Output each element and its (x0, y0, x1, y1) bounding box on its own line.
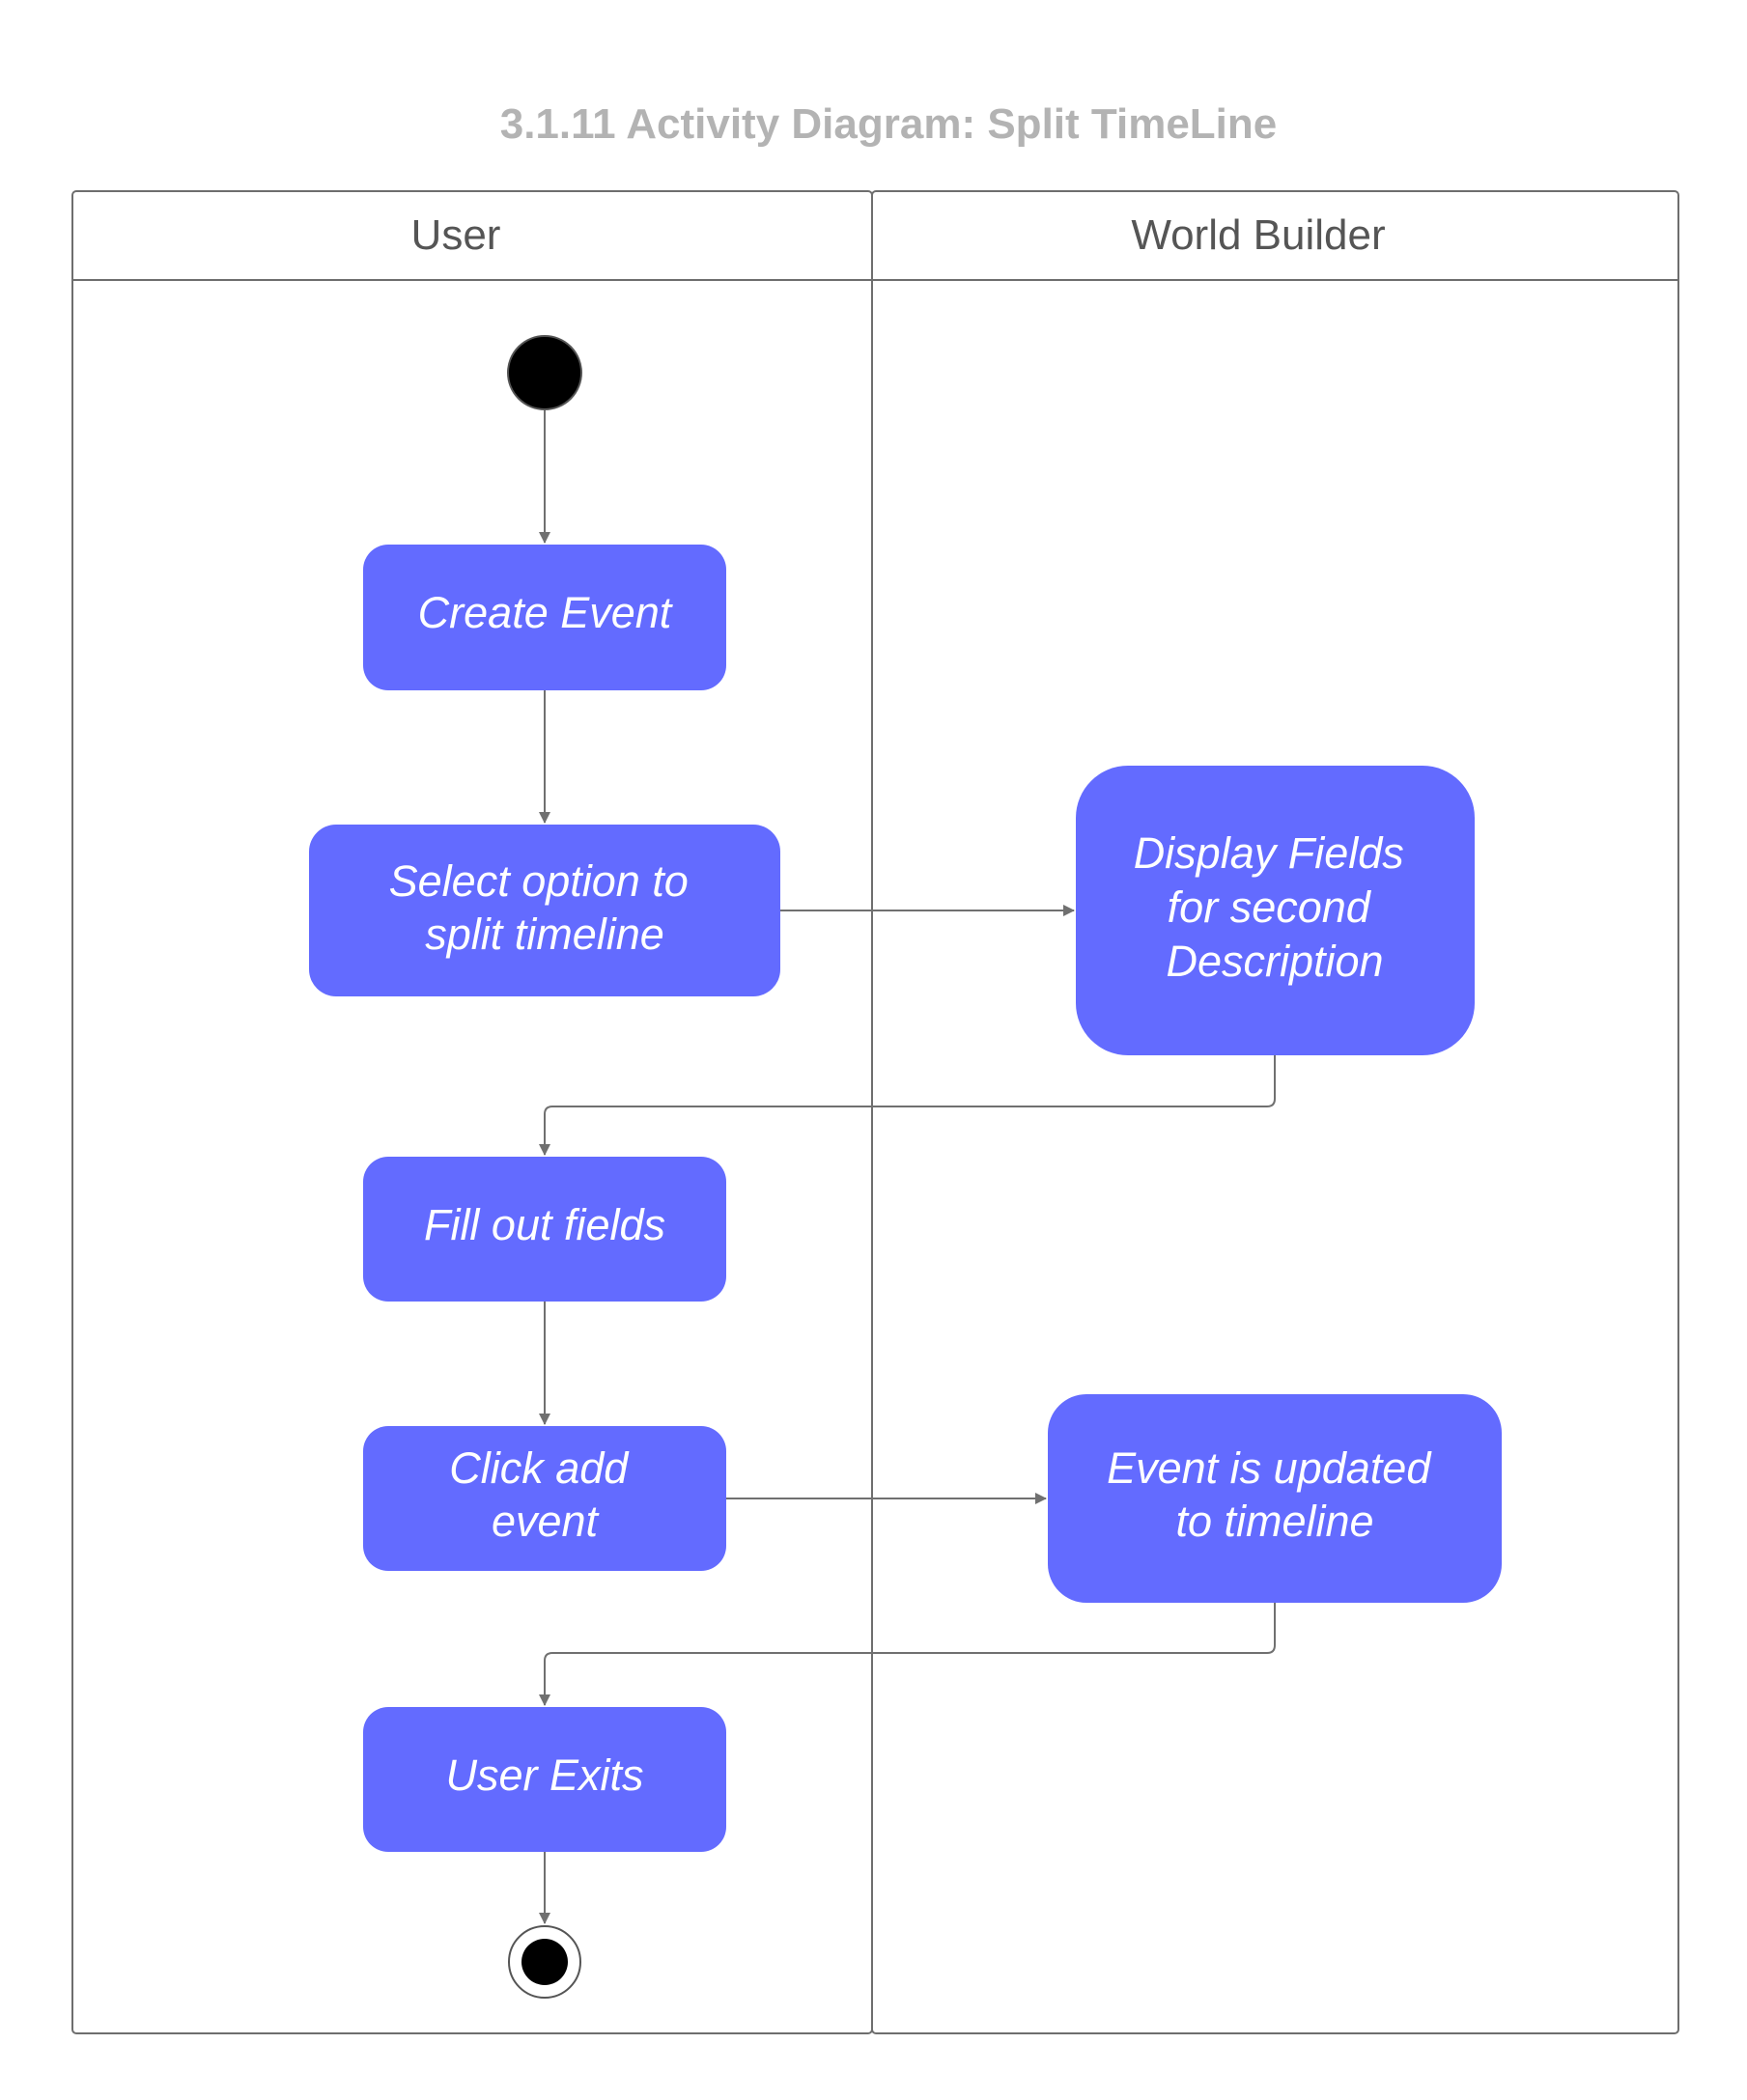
lane-header-world-builder: World Builder (1131, 211, 1385, 259)
diagram-title: 3.1.11 Activity Diagram: Split TimeLine (500, 100, 1278, 148)
activity-user-exits: User Exits (363, 1707, 726, 1852)
activity-label-line: Description (1166, 937, 1383, 986)
activity-label-line: Click add (449, 1443, 630, 1493)
activity-click-add-event: Click add event (363, 1426, 726, 1571)
activity-label-line: Fill out fields (424, 1200, 665, 1249)
activity-label-line: to timeline (1175, 1497, 1373, 1546)
svg-text:Select option to split t: Select option to split timeline (389, 856, 701, 959)
activity-label-line: split timeline (425, 910, 664, 959)
svg-text:Click add event: Click add event (449, 1443, 640, 1546)
final-node (508, 1925, 581, 1999)
swimlane-world-builder: World Builder (871, 190, 1679, 2034)
activity-label-line: Create Event (418, 588, 674, 637)
activity-fill-fields: Fill out fields (363, 1157, 726, 1302)
activity-label-line: for second (1168, 882, 1372, 932)
svg-text:Display Fields for secon: Display Fields for second Description (1134, 828, 1417, 986)
activity-event-updated: Event is updated to timeline (1048, 1394, 1502, 1603)
activity-label-line: User Exits (445, 1750, 643, 1800)
activity-label-line: Display Fields (1134, 828, 1404, 878)
lane-header-user: User (411, 211, 501, 259)
initial-node (507, 335, 582, 410)
flow-display-fields-to-fill-fields (539, 1055, 1276, 1156)
activity-label-line: Select option to (389, 856, 689, 906)
activity-select-option: Select option to split timeline (309, 825, 780, 996)
svg-text:Fill out fields: Fill out fields (424, 1200, 665, 1249)
activity-create-event: Create Event (363, 545, 726, 690)
flow-event-updated-to-user-exits (539, 1603, 1276, 1706)
activity-label-line: event (492, 1497, 601, 1546)
svg-text:Create Event: Create Event (418, 588, 674, 637)
activity-label-line: Event is updated (1107, 1443, 1432, 1493)
svg-text:Event is updated to time: Event is updated to timeline (1107, 1443, 1443, 1546)
svg-text:User Exits: User Exits (445, 1750, 643, 1800)
activity-display-fields: Display Fields for second Description (1076, 766, 1475, 1055)
control-flows (539, 409, 1276, 1924)
